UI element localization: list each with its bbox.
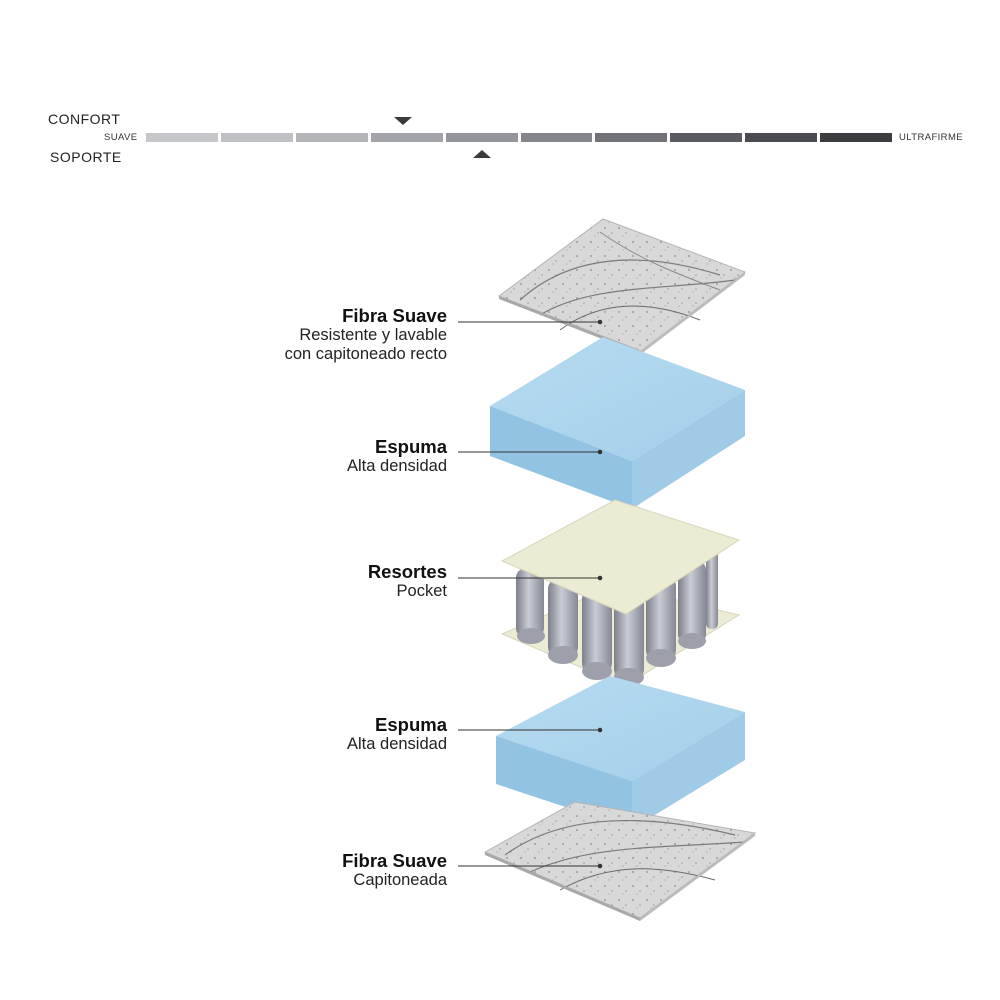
firmness-segment xyxy=(220,133,293,142)
callout-title: Fibra Suave xyxy=(342,305,447,326)
firmness-bar xyxy=(146,133,893,142)
leader-dot xyxy=(597,575,603,581)
espuma-bottom-layer xyxy=(496,676,745,829)
firmness-segment xyxy=(295,133,368,142)
callout-title: Espuma xyxy=(375,436,447,457)
firmness-segment xyxy=(595,133,668,142)
leader-dot xyxy=(597,863,603,869)
ultrafirme-label: ULTRAFIRME xyxy=(899,132,963,143)
firmness-segment xyxy=(820,133,893,142)
callout-line: Resistente y lavable xyxy=(299,326,447,344)
soporte-marker-icon xyxy=(472,150,491,158)
firmness-scale: CONFORT SOPORTE SUAVE ULTRAFIRME xyxy=(0,0,1000,180)
callout-line: Alta densidad xyxy=(347,735,447,753)
leader-dot xyxy=(597,449,603,455)
callout-fibra-suave-top: Fibra Suave Resistente y lavable con cap… xyxy=(285,306,447,364)
leader-lines xyxy=(458,319,603,869)
firmness-segment xyxy=(520,133,593,142)
callout-title: Resortes xyxy=(367,561,447,582)
espuma-top-layer xyxy=(490,337,745,509)
callout-resortes: Resortes Pocket xyxy=(368,562,447,601)
firmness-segment xyxy=(670,133,743,142)
resortes-layer xyxy=(500,499,741,687)
callout-line: Pocket xyxy=(396,582,447,600)
callout-fibra-suave-bottom: Fibra Suave Capitoneada xyxy=(342,851,447,890)
firmness-segment xyxy=(146,133,218,142)
firmness-segment xyxy=(445,133,518,142)
leader-dot xyxy=(597,319,603,325)
soporte-label: SOPORTE xyxy=(50,149,122,165)
firmness-segment xyxy=(745,133,818,142)
callout-espuma-top: Espuma Alta densidad xyxy=(347,437,447,476)
confort-marker-icon xyxy=(394,117,413,125)
confort-label: CONFORT xyxy=(48,111,121,127)
fibra-suave-top-layer xyxy=(497,218,747,354)
callout-espuma-bottom: Espuma Alta densidad xyxy=(347,715,447,754)
fibra-suave-bottom-layer xyxy=(483,801,757,921)
suave-label: SUAVE xyxy=(104,132,138,143)
firmness-segment xyxy=(370,133,443,142)
callout-line: con capitoneado recto xyxy=(284,345,447,363)
leader-dot xyxy=(597,727,603,733)
callout-line: Alta densidad xyxy=(347,457,447,475)
callout-title: Espuma xyxy=(375,714,447,735)
callout-line: Capitoneada xyxy=(353,871,447,889)
callout-title: Fibra Suave xyxy=(342,850,447,871)
